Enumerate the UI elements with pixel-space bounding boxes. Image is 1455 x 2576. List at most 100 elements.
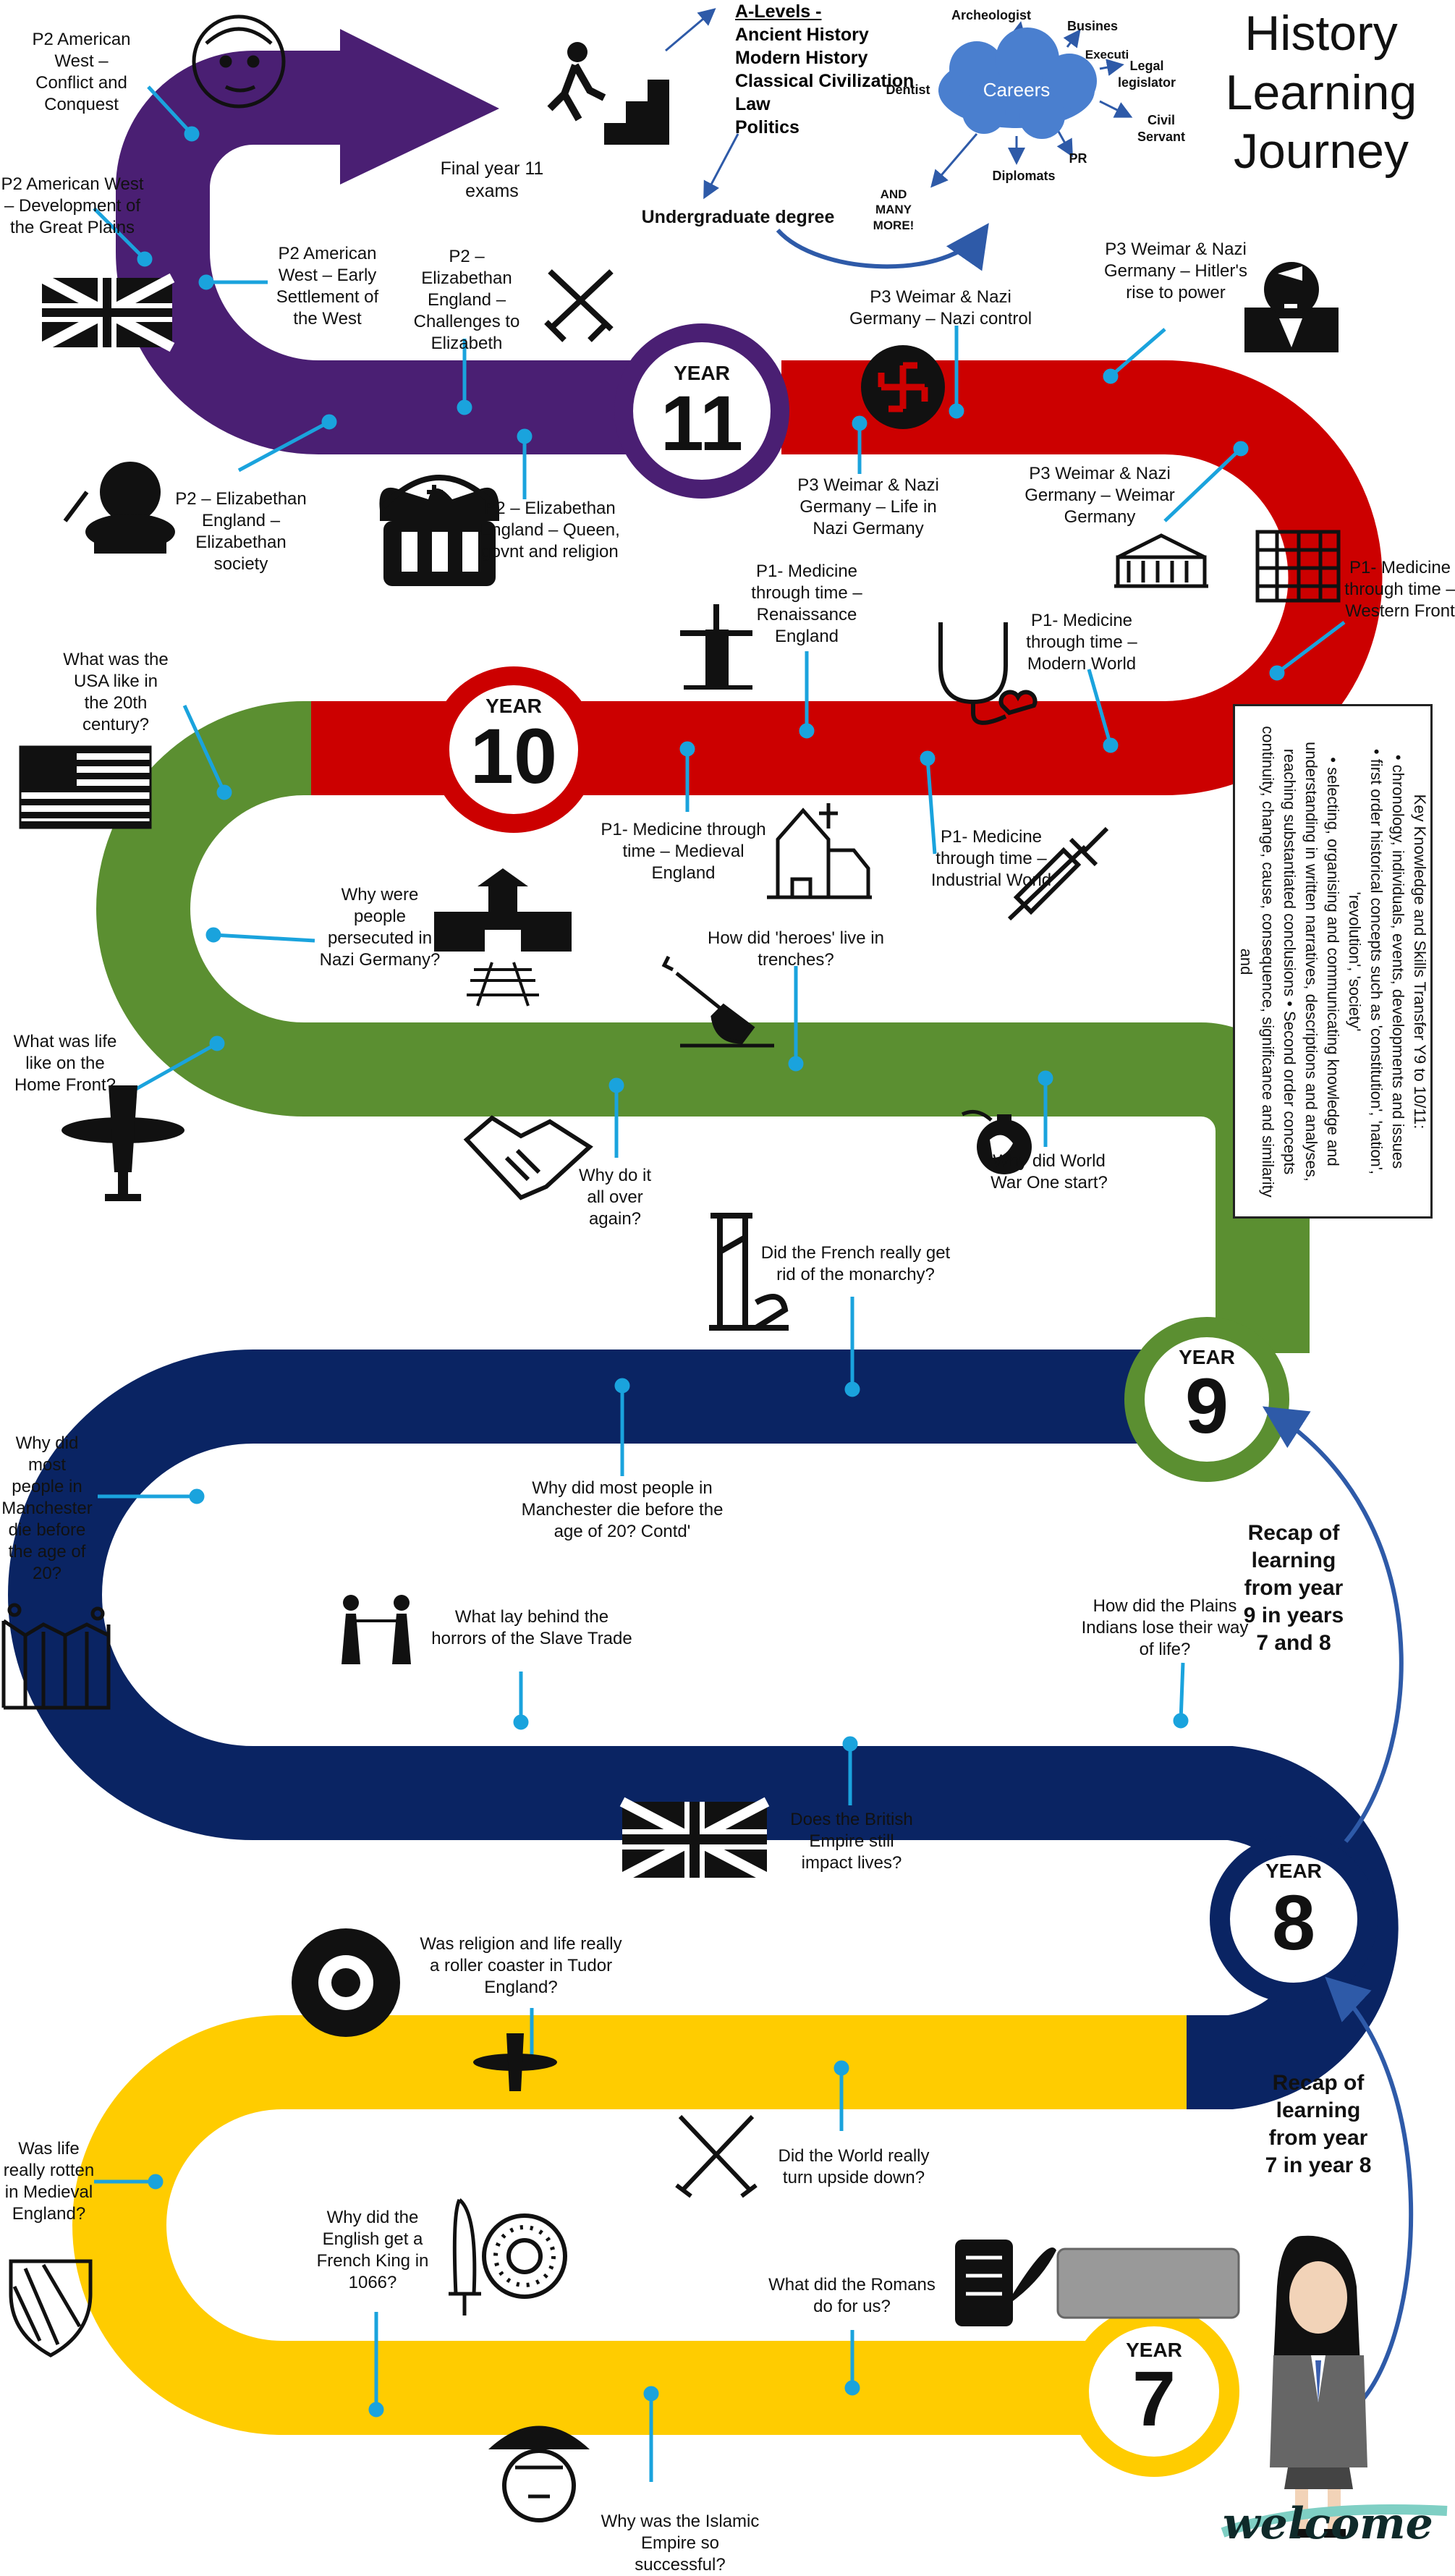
career-item: Busines [1066, 19, 1119, 33]
year7-number: 7 [1132, 2355, 1176, 2442]
parliament-icon [1114, 533, 1208, 588]
recap-year7: Recap of learning from year 7 in year 8 [1265, 2071, 1372, 2177]
year11-number: 11 [660, 379, 744, 467]
year11-road [116, 29, 709, 454]
year8-prefix: YEAR [1265, 1860, 1322, 1882]
topic-label: P3 Weimar & Nazi Germany – Life in Nazi … [797, 475, 939, 538]
topic-label: Why did most people in Manchester die be… [1, 1433, 93, 1583]
handshake-icon [463, 1115, 593, 1200]
topic-label: Did the French really get rid of the mon… [760, 1243, 951, 1284]
topic-label: P3 Weimar & Nazi Germany – Hitler's rise… [1104, 240, 1247, 302]
year9-circle [1124, 1317, 1289, 1482]
swastika-icon [861, 345, 945, 429]
page-title: History Learning Journey [1202, 4, 1441, 182]
topic-label: Did the World really turn upside down? [778, 2146, 930, 2187]
plane-icon [61, 1085, 184, 1201]
careers-cloud [938, 27, 1097, 139]
topic-label: Was religion and life really a roller co… [420, 1934, 622, 1997]
topic-label: Why do it all over again? [578, 1166, 652, 1229]
topic-label: P2 American West – Early Settlement of t… [276, 244, 379, 329]
year9-prefix: YEAR [1179, 1346, 1235, 1368]
career-item: Executi [1085, 48, 1129, 62]
alevels-list: A-Levels - Ancient History Modern Histor… [735, 0, 914, 139]
title-line-3: Journey [1234, 124, 1409, 179]
welcome-text: welcome [1223, 2499, 1433, 2549]
shield-wheel-icon [482, 2213, 567, 2299]
topic-label: P1- Medicine through time – Renaissance … [751, 562, 862, 646]
topic-label: P1- Medicine through time – Modern World [1026, 611, 1137, 674]
year7-prefix: YEAR [1126, 2339, 1182, 2361]
alevel-item: Law [735, 94, 771, 114]
welcome-swash [1221, 2504, 1448, 2538]
topic-label: P1- Medicine through time – Medieval Eng… [601, 820, 766, 883]
career-item: AND MANY MORE! [873, 187, 915, 232]
undergraduate-label: Undergraduate degree [641, 207, 835, 227]
crown-icon [379, 475, 499, 586]
factory-icon [1, 1603, 111, 1710]
topic-label: P2 American West – Conflict and Conquest [32, 30, 131, 114]
career-item: Civil Servant [1137, 113, 1186, 144]
alevel-item: Politics [735, 117, 799, 137]
year11-prefix: YEAR [674, 362, 730, 384]
quill-icon [955, 2240, 1056, 2326]
ruff-lady-icon [63, 462, 175, 554]
year11-circle [614, 323, 789, 499]
recap-year9: Recap of learning from year 9 in years 7… [1243, 1521, 1344, 1655]
stairs-icon [547, 42, 669, 145]
year9-number: 9 [1184, 1362, 1229, 1449]
hitler-icon [1244, 262, 1339, 352]
alevels-heading: A-Levels - [735, 1, 822, 22]
title-line-2: Learning [1225, 64, 1417, 120]
topic-label: P1- Medicine through time – Industrial W… [930, 827, 1052, 890]
syringe-icon [1007, 826, 1109, 921]
knowledge-bullet: • selecting, organising and communicatin… [1237, 725, 1342, 1198]
church-icon [767, 803, 872, 899]
topic-label: Why did most people in Manchester die be… [521, 1478, 724, 1541]
shield-emblem-icon [9, 2259, 93, 2357]
knowledge-skills-box: Key Knowledge and Skills Transfer Y9 to … [1233, 704, 1433, 1219]
year8-circle [1210, 1835, 1378, 2003]
portrait-icon [192, 14, 286, 109]
knowledge-heading: Key Knowledge and Skills Transfer Y9 to … [1411, 794, 1429, 1129]
windmill-icon [680, 604, 752, 690]
uk-flag-icon [39, 273, 175, 352]
wall-icon [1255, 530, 1341, 603]
careers-label: Careers [983, 79, 1051, 101]
slaves-icon [342, 1595, 411, 1664]
topic-label: P3 Weimar & Nazi Germany – Weimar German… [1025, 464, 1175, 527]
topic-label: P3 Weimar & Nazi Germany – Nazi control [849, 287, 1032, 329]
year8-number: 8 [1271, 1878, 1316, 1966]
topic-label: Why was the Islamic Empire so successful… [601, 2512, 760, 2575]
alevel-item: Classical Civilization [735, 71, 915, 91]
muskets-icon [675, 2114, 758, 2198]
career-item: Legal legislator [1117, 59, 1176, 90]
bomb-globe-icon [961, 1109, 1032, 1174]
topic-label: Why did the English get a French King in… [316, 2208, 429, 2292]
topic-label: P2 American West – Development of the Gr… [1, 174, 144, 237]
topic-label: What was life like on the Home Front? [13, 1032, 117, 1095]
career-item: Archeologist [951, 8, 1031, 22]
topic-label: Why were people persecuted in Nazi Germa… [319, 885, 441, 970]
alevel-item: Modern History [735, 48, 868, 68]
topic-label: How did the Plains Indians lose their wa… [1081, 1596, 1249, 1659]
connector-lines [93, 85, 1346, 2482]
guillotine-icon [709, 1213, 789, 1331]
roman-helmet-icon [488, 2425, 590, 2522]
topic-label: P2 – Elizabethan England – Elizabethan s… [175, 489, 307, 574]
career-item: Dentist [886, 82, 930, 97]
topic-label: What did the Romans do for us? [768, 2275, 936, 2316]
topic-label: How did 'heroes' live in trenches? [708, 928, 884, 970]
knowledge-bullet: • first order historical concepts such a… [1346, 748, 1386, 1174]
topic-label: P2 – Elizabethan England – Challenges to… [413, 247, 520, 353]
year7-road [72, 2015, 1194, 2435]
topic-label: What was the USA like in the 20th centur… [63, 650, 169, 734]
swords-icon [544, 269, 614, 342]
uk-flag-icon-2 [619, 1797, 770, 1883]
alevel-item: Ancient History [735, 25, 869, 45]
topic-label: Does the British Empire still impact liv… [790, 1810, 913, 1873]
career-item: Diplomats [992, 169, 1056, 183]
year10-prefix: YEAR [485, 695, 542, 717]
student-icon [1270, 2235, 1367, 2538]
plane-icon-2 [473, 2033, 557, 2091]
